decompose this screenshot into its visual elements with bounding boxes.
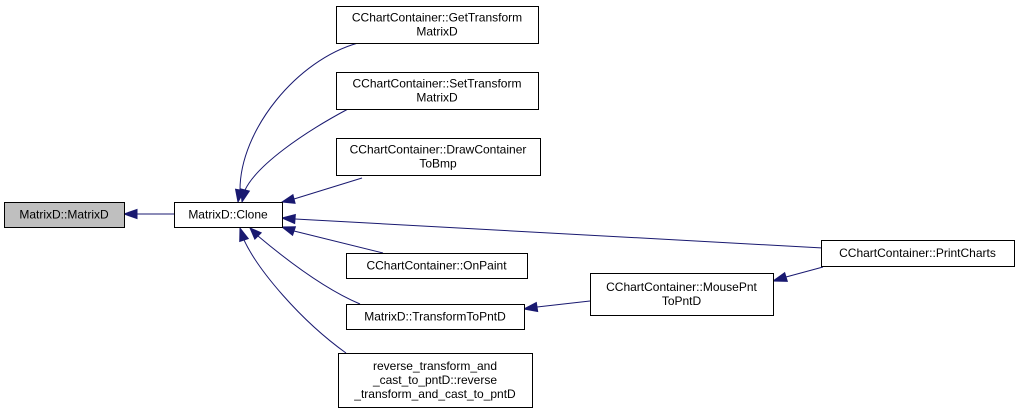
node-label-line: reverse_transform_and bbox=[373, 359, 497, 373]
node-label-line: CChartContainer::DrawContainer bbox=[350, 143, 527, 157]
edge-line bbox=[536, 300, 591, 308]
node-box bbox=[336, 6, 539, 44]
node-box bbox=[590, 273, 774, 316]
node-label-line: ToBmp bbox=[419, 157, 457, 171]
arrowhead-icon bbox=[240, 188, 251, 204]
edge-print_charts-to-mouse_pnt bbox=[771, 266, 824, 282]
node-box bbox=[336, 72, 539, 110]
node-box bbox=[4, 202, 125, 228]
node-label-line: MatrixD::TransformToPntD bbox=[364, 310, 506, 324]
edge-line bbox=[294, 218, 824, 249]
arrowhead-icon bbox=[122, 208, 138, 220]
node-label-line: CChartContainer::PrintCharts bbox=[839, 246, 996, 260]
node-label-line: MatrixD::MatrixD bbox=[19, 208, 109, 222]
edge-draw_container-to-matrixd_clone bbox=[280, 177, 363, 204]
node-label-line: MatrixD::Clone bbox=[188, 208, 268, 222]
node-box bbox=[346, 253, 528, 279]
node-label-line: MatrixD bbox=[416, 25, 458, 39]
arrowhead-icon bbox=[280, 226, 297, 237]
edge-line bbox=[243, 239, 347, 354]
node-print_charts[interactable]: CChartContainer::PrintCharts bbox=[821, 240, 1015, 267]
node-label-line: _cast_to_pntD::reverse bbox=[372, 373, 497, 387]
edge-print_charts-to-matrixd_clone bbox=[280, 213, 824, 249]
arrowhead-icon bbox=[280, 213, 296, 225]
node-label-line: CChartContainer::SetTransform bbox=[353, 77, 522, 91]
edge-reverse_transform-to-matrixd_clone bbox=[239, 226, 347, 354]
edge-mouse_pnt-to-transform_to_pnt bbox=[522, 300, 591, 313]
arrowhead-icon bbox=[522, 301, 539, 313]
arrowhead-icon bbox=[280, 193, 296, 204]
arrowhead-icon bbox=[239, 226, 250, 243]
node-transform_to_pnt[interactable]: MatrixD::TransformToPntD bbox=[346, 304, 525, 330]
edges-layer bbox=[122, 42, 824, 354]
edge-line bbox=[239, 42, 359, 191]
node-matrixd_clone[interactable]: MatrixD::Clone bbox=[174, 202, 283, 228]
edge-line bbox=[244, 108, 349, 191]
node-reverse_transform[interactable]: reverse_transform_and_cast_to_pntD::reve… bbox=[338, 353, 533, 408]
node-label-line: _transform_and_cast_to_pntD bbox=[353, 387, 516, 401]
node-on_paint[interactable]: CChartContainer::OnPaint bbox=[346, 253, 528, 279]
node-matrixd_ctor[interactable]: MatrixD::MatrixD bbox=[4, 202, 125, 228]
edge-line bbox=[257, 235, 361, 305]
node-box bbox=[346, 304, 525, 330]
node-box bbox=[174, 202, 283, 228]
node-label-line: CChartContainer::OnPaint bbox=[366, 259, 507, 273]
edge-line bbox=[293, 177, 363, 200]
edge-line bbox=[785, 266, 824, 278]
node-label-line: CChartContainer::MousePnt bbox=[606, 280, 757, 294]
edge-line bbox=[293, 230, 384, 254]
node-label-line: ToPntD bbox=[662, 294, 702, 308]
edge-on_paint-to-matrixd_clone bbox=[280, 226, 384, 254]
edge-matrixd_clone-to-matrixd_ctor bbox=[122, 208, 174, 220]
edge-get_transform-to-matrixd_clone bbox=[234, 42, 359, 204]
edge-transform_to_pnt-to-matrixd_clone bbox=[249, 227, 361, 305]
node-box bbox=[338, 353, 533, 408]
arrowhead-icon bbox=[771, 271, 789, 282]
node-label-line: MatrixD bbox=[416, 91, 458, 105]
edge-set_transform-to-matrixd_clone bbox=[240, 108, 349, 204]
arrowhead-icon bbox=[249, 227, 263, 241]
node-box bbox=[336, 138, 541, 176]
node-box bbox=[821, 240, 1015, 267]
node-label-line: CChartContainer::GetTransform bbox=[352, 11, 522, 25]
